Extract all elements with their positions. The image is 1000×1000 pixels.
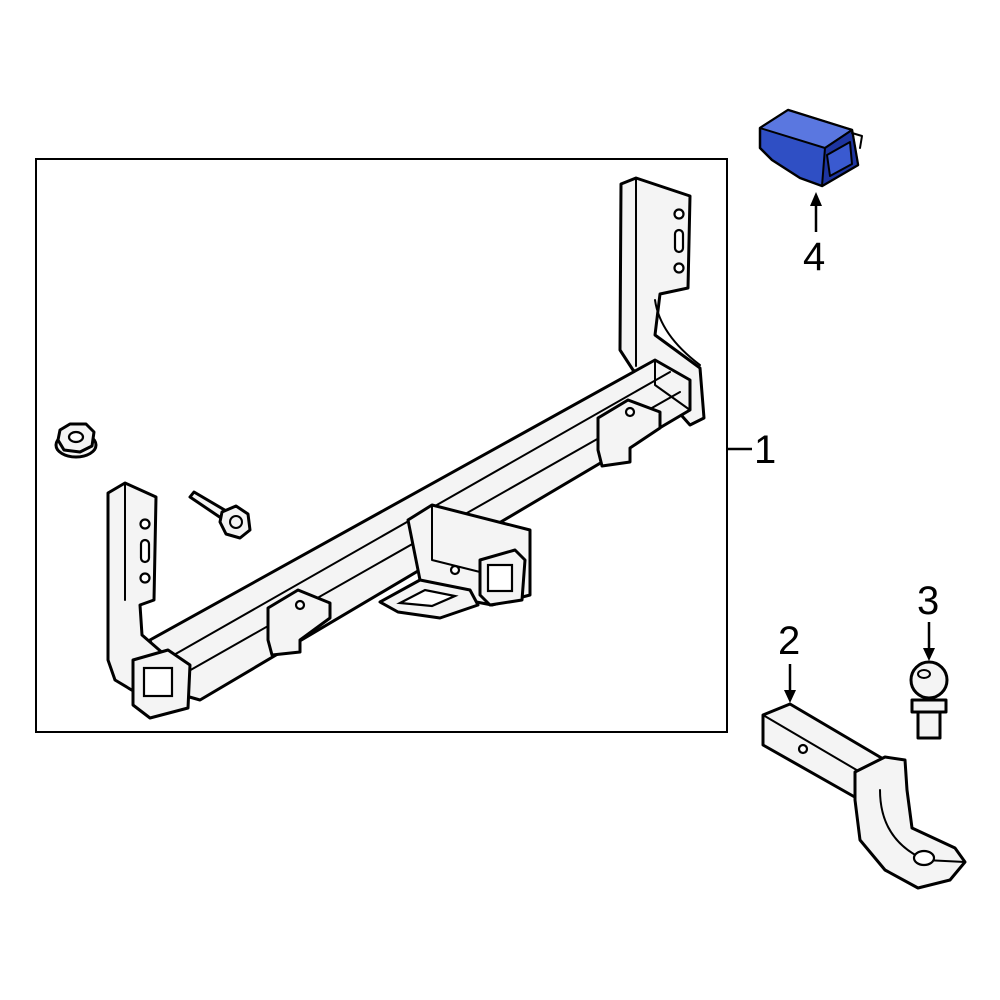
hitch-ball[interactable] — [909, 660, 949, 740]
bolt-hole — [139, 518, 151, 530]
pin-hole — [449, 564, 461, 576]
receiver-opening — [486, 563, 514, 593]
callout-1[interactable]: 1 — [727, 428, 776, 472]
ball-hole — [912, 849, 936, 867]
callout-1-label: 1 — [754, 428, 776, 472]
callout-3[interactable]: 3 — [917, 579, 939, 661]
callout-3-label: 3 — [917, 579, 939, 623]
assembly-box — [35, 158, 728, 733]
saddle-bracket-right — [596, 398, 662, 468]
left-tube-opening — [142, 666, 174, 698]
flange-nut[interactable] — [54, 422, 98, 459]
mounting-bolt[interactable] — [188, 490, 252, 540]
callout-4-label: 4 — [803, 235, 825, 279]
callout-2-label: 2 — [778, 619, 800, 663]
bolt-hole — [673, 208, 685, 220]
slot-hole — [139, 538, 151, 564]
hitch-receiver-assembly[interactable] — [106, 176, 706, 720]
callout-4[interactable]: 4 — [803, 192, 825, 279]
callout-2[interactable]: 2 — [778, 619, 800, 703]
slot-hole — [673, 228, 685, 254]
saddle-bracket-left — [266, 588, 332, 657]
ball-mount[interactable] — [761, 702, 967, 890]
bolt-hole — [139, 572, 151, 584]
bolt-hole — [673, 262, 685, 274]
wiring-connector[interactable] — [758, 108, 863, 188]
